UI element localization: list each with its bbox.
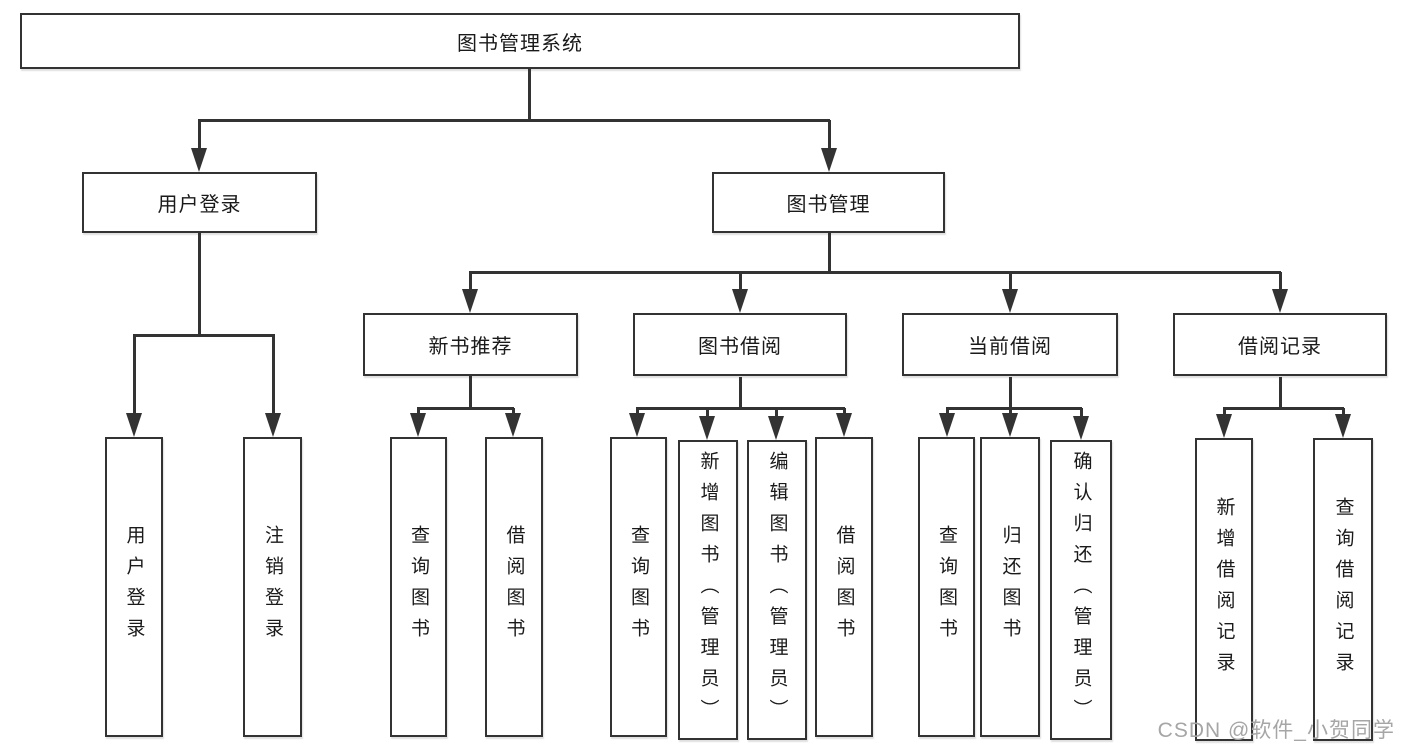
node-label: 图书借阅 xyxy=(698,336,782,358)
leaf-records-query-record: 查询借阅记录 xyxy=(1313,438,1373,741)
connector-line xyxy=(416,408,420,415)
node-label: 图书管理 xyxy=(786,194,871,216)
leaf-borrowing-borrow-books: 借阅图书 xyxy=(815,437,873,737)
connector-line xyxy=(827,120,831,150)
leaf-current-query-books: 查询图书 xyxy=(918,437,975,737)
arrow-down-icon xyxy=(410,413,426,437)
node-label: 新增借阅记录 xyxy=(1213,496,1235,683)
arrow-down-icon xyxy=(732,289,748,313)
connector-line xyxy=(469,270,1281,274)
connector-line xyxy=(738,272,742,291)
node-current-borrowing: 当前借阅 xyxy=(902,313,1118,376)
arrow-down-icon xyxy=(505,413,521,437)
leaf-logout: 注销登录 xyxy=(243,437,302,737)
node-label: 查询图书 xyxy=(408,525,429,649)
connector-line xyxy=(197,233,201,337)
connector-line xyxy=(468,272,472,291)
leaf-borrowing-edit-books-admin: 编辑图书（管理员） xyxy=(747,440,807,740)
leaf-current-return-books: 归还图书 xyxy=(980,437,1040,737)
node-new-book-recommend: 新书推荐 xyxy=(363,313,578,376)
node-label: 借阅记录 xyxy=(1238,336,1322,358)
leaf-current-confirm-return-admin: 确认归还（管理员） xyxy=(1050,440,1112,740)
arrow-down-icon xyxy=(1272,289,1288,313)
node-label: 用户登录 xyxy=(157,194,242,216)
node-label: 新书推荐 xyxy=(428,336,513,358)
connector-line xyxy=(527,69,531,121)
leaf-borrowing-query-books: 查询图书 xyxy=(610,437,667,737)
connector-line xyxy=(1341,408,1345,416)
arrow-down-icon xyxy=(126,413,142,437)
connector-line xyxy=(842,408,846,415)
node-library-management-system: 图书管理系统 xyxy=(20,13,1020,69)
node-label: 借阅图书 xyxy=(503,525,525,649)
arrow-down-icon xyxy=(462,289,478,313)
node-label: 注销登录 xyxy=(262,525,283,649)
node-label: 借阅图书 xyxy=(833,525,855,649)
node-label: 查询借阅记录 xyxy=(1332,496,1354,683)
connector-line xyxy=(738,377,742,410)
connector-line xyxy=(827,233,831,274)
arrow-down-icon xyxy=(821,148,837,172)
arrow-down-icon xyxy=(1335,414,1351,438)
node-label: 查询图书 xyxy=(628,525,649,649)
node-label: 编辑图书（管理员） xyxy=(766,450,788,730)
node-label: 用户登录 xyxy=(123,525,145,649)
arrow-down-icon xyxy=(629,413,645,437)
arrow-down-icon xyxy=(265,413,281,437)
connector-line xyxy=(945,408,949,415)
node-label: 新增图书（管理员） xyxy=(697,450,719,730)
connector-line xyxy=(1008,408,1012,415)
node-book-borrowing: 图书借阅 xyxy=(633,313,847,376)
leaf-user-login: 用户登录 xyxy=(105,437,163,737)
connector-line xyxy=(774,408,778,418)
connector-line xyxy=(198,118,830,122)
arrow-down-icon xyxy=(699,416,715,440)
connector-line xyxy=(511,408,515,415)
connector-line xyxy=(636,406,845,410)
connector-line xyxy=(1278,272,1282,291)
arrow-down-icon xyxy=(191,148,207,172)
leaf-records-add-record: 新增借阅记录 xyxy=(1195,438,1253,741)
arrow-down-icon xyxy=(1002,289,1018,313)
connector-line xyxy=(1222,408,1226,416)
connector-line xyxy=(1008,377,1012,410)
node-label: 查询图书 xyxy=(936,525,957,649)
arrow-down-icon xyxy=(1073,416,1089,440)
leaf-recommend-borrow-books: 借阅图书 xyxy=(485,437,543,737)
node-label: 当前借阅 xyxy=(968,336,1052,358)
leaf-recommend-query-books: 查询图书 xyxy=(390,437,447,737)
node-label: 确认归还（管理员） xyxy=(1070,450,1092,730)
connector-line xyxy=(1008,272,1012,291)
connector-line xyxy=(635,408,639,415)
node-borrowing-records: 借阅记录 xyxy=(1173,313,1387,376)
connector-line xyxy=(132,335,136,415)
connector-line xyxy=(1223,406,1344,410)
node-user-login: 用户登录 xyxy=(82,172,317,233)
node-label: 归还图书 xyxy=(999,525,1021,649)
connector-line xyxy=(705,408,709,418)
csdn-watermark: CSDN @软件_小贺同学 xyxy=(1157,719,1395,742)
node-book-management: 图书管理 xyxy=(712,172,945,233)
arrow-down-icon xyxy=(836,413,852,437)
connector-line xyxy=(468,376,472,410)
arrow-down-icon xyxy=(1216,414,1232,438)
connector-line xyxy=(417,406,514,410)
arrow-down-icon xyxy=(768,416,784,440)
arrow-down-icon xyxy=(1002,413,1018,437)
leaf-borrowing-add-books-admin: 新增图书（管理员） xyxy=(678,440,738,740)
arrow-down-icon xyxy=(939,413,955,437)
connector-line xyxy=(133,333,275,337)
connector-line xyxy=(946,406,1082,410)
connector-line xyxy=(271,335,275,415)
connector-line xyxy=(197,120,201,150)
connector-line xyxy=(1079,408,1083,418)
connector-line xyxy=(1278,377,1282,410)
node-label: 图书管理系统 xyxy=(457,32,583,55)
